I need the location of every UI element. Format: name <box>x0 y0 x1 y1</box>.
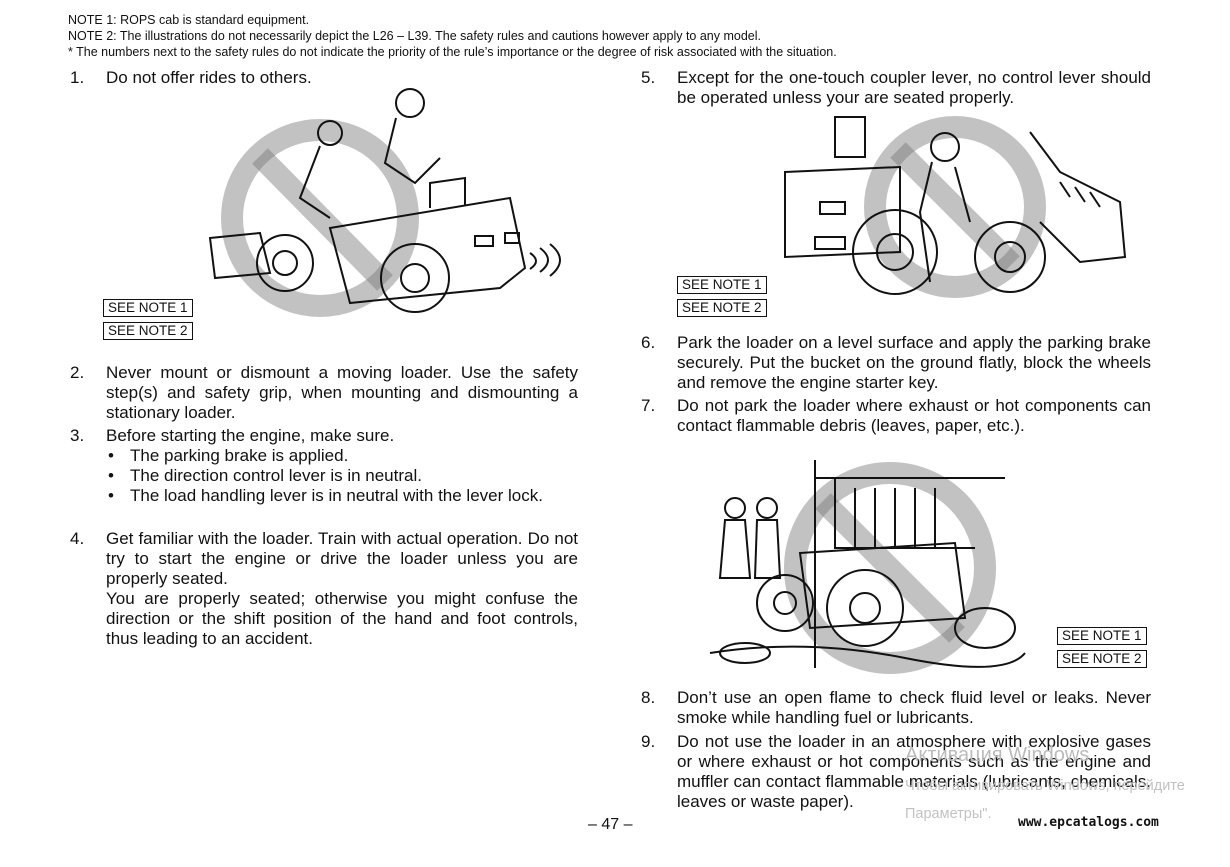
rule-5-text: Except for the one-touch coupler lever, … <box>677 68 1151 107</box>
note-2: NOTE 2: The illustrations do not necessa… <box>68 29 761 43</box>
rule-9-number: 9. <box>641 732 656 751</box>
rule-1-text: Do not offer rides to others. <box>106 68 312 87</box>
note-3: * The numbers next to the safety rules d… <box>68 45 837 59</box>
rule-3-text: Before starting the engine, make sure. <box>106 426 395 445</box>
see-note-1-tag-a: SEE NOTE 1 <box>103 299 193 317</box>
see-note-2-tag-a: SEE NOTE 2 <box>103 322 193 340</box>
rule-3-number: 3. <box>70 426 85 445</box>
rule-8-number: 8. <box>641 688 656 707</box>
see-note-2-tag-c: SEE NOTE 2 <box>1057 650 1147 668</box>
notes-block: NOTE 1: ROPS cab is standard equipment. … <box>68 12 837 60</box>
see-note-1-tag-c: SEE NOTE 1 <box>1057 627 1147 645</box>
rule-4-number: 4. <box>70 529 85 548</box>
rule-7-number: 7. <box>641 396 656 415</box>
rule-4-text: Get familiar with the loader. Train with… <box>106 529 578 588</box>
see-note-2-tag-b: SEE NOTE 2 <box>677 299 767 317</box>
note-1: NOTE 1: ROPS cab is standard equipment. <box>68 13 310 27</box>
windows-activation-watermark-title: Активация Windows <box>905 744 1090 766</box>
rule-5-number: 5. <box>641 68 656 87</box>
windows-activation-watermark-settings: Параметры". <box>905 806 992 822</box>
rule-9-text: Do not use the loader in an atmosphere w… <box>677 732 1151 811</box>
rule-8-text: Don’t use an open flame to check fluid l… <box>677 688 1151 727</box>
rule-4-text-2: You are properly seated; otherwise you m… <box>106 589 578 648</box>
rule-3-bullet-1: The parking brake is applied. <box>106 446 578 466</box>
illustration-seated-operation <box>784 116 1127 298</box>
rule-7-text: Do not park the loader where exhaust or … <box>677 396 1151 435</box>
see-note-1-tag-b: SEE NOTE 1 <box>677 276 767 294</box>
illustration-flammable-debris <box>709 460 1026 674</box>
rule-3-bullet-2: The direction control lever is in neutra… <box>106 466 578 486</box>
windows-activation-watermark-text: Чтобы активировать Windows, перейдите <box>905 778 1185 794</box>
page-number: – 47 – <box>588 816 633 833</box>
rule-3-bullet-3: The load handling lever is in neutral wi… <box>106 486 578 506</box>
rule-6-number: 6. <box>641 333 656 352</box>
rule-2-number: 2. <box>70 363 85 382</box>
rule-2-text: Never mount or dismount a moving loader.… <box>106 363 578 422</box>
rule-6-text: Park the loader on a level surface and a… <box>677 333 1151 392</box>
illustration-no-riders <box>208 88 561 317</box>
footer-url: www.epcatalogs.com <box>1018 815 1159 830</box>
rule-1-number: 1. <box>70 68 85 87</box>
